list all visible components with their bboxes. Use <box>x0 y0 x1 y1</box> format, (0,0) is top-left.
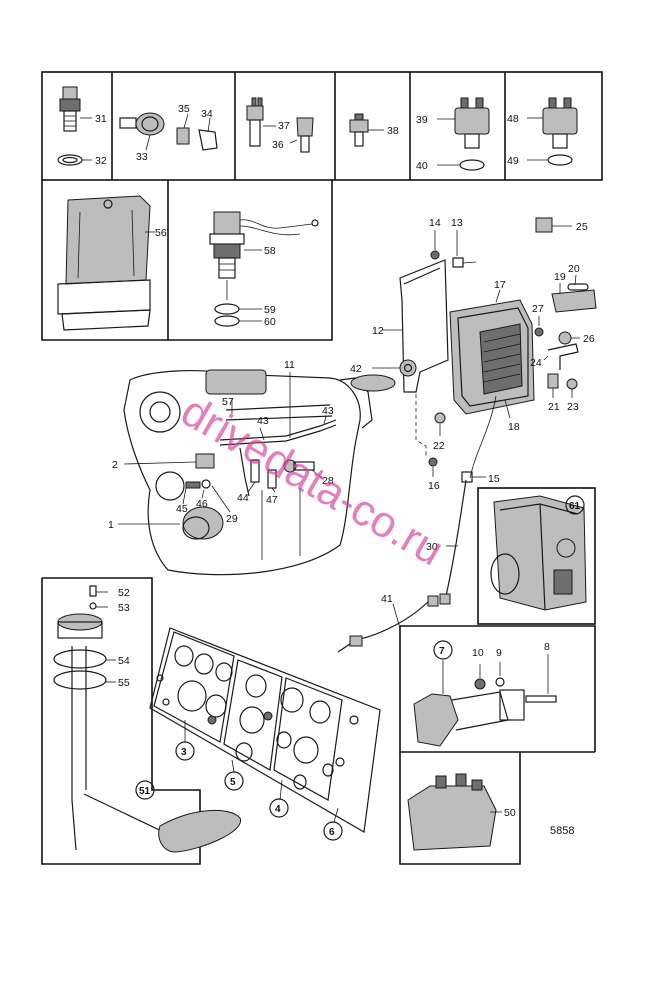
fuse-holder-19-20 <box>551 274 597 313</box>
label-12: 12 <box>372 325 384 337</box>
label-38: 38 <box>387 125 399 137</box>
label-31: 31 <box>95 113 107 125</box>
label-19: 19 <box>554 271 566 283</box>
label-39: 39 <box>416 114 428 126</box>
label-23: 23 <box>567 401 579 413</box>
label-26: 26 <box>583 333 595 345</box>
label-37: 37 <box>278 120 290 132</box>
label-43b: 43 <box>322 405 334 417</box>
label-18: 18 <box>508 421 520 433</box>
label-17: 17 <box>494 279 506 291</box>
label-46: 46 <box>196 498 208 510</box>
label-7: 7 <box>439 646 445 657</box>
label-22: 22 <box>433 440 445 452</box>
label-47: 47 <box>266 494 278 506</box>
label-15: 15 <box>488 473 500 485</box>
screw-26-27 <box>534 316 580 345</box>
right-column-frame <box>399 487 596 865</box>
label-44: 44 <box>237 492 249 504</box>
label-49: 49 <box>507 155 519 167</box>
label-32: 32 <box>95 155 107 167</box>
label-33: 33 <box>136 151 148 163</box>
cable-30-41 <box>337 395 497 653</box>
label-8: 8 <box>544 641 550 653</box>
label-25: 25 <box>576 221 588 233</box>
label-42: 42 <box>350 363 362 375</box>
figure-number: 5858 <box>550 825 574 837</box>
relay-2-and-fittings <box>123 453 323 513</box>
label-29: 29 <box>226 513 238 525</box>
label-2: 2 <box>112 459 118 471</box>
label-11: 11 <box>284 359 295 371</box>
label-13: 13 <box>451 217 463 229</box>
label-14: 14 <box>429 217 441 229</box>
label-16: 16 <box>428 480 440 492</box>
label-57: 57 <box>222 396 234 408</box>
label-20: 20 <box>568 263 580 275</box>
instrument-panel-3-4-5-6 <box>149 627 381 841</box>
label-21: 21 <box>548 401 560 413</box>
pressure-sender-39 <box>437 97 490 171</box>
label-34: 34 <box>201 108 213 120</box>
engine-block <box>123 369 396 576</box>
ref-circle-61 <box>565 495 585 515</box>
pressure-switch-38 <box>349 113 384 147</box>
wiring-harness-11-43 <box>219 372 337 497</box>
cover-56 <box>57 195 155 331</box>
label-61: 61 <box>569 501 581 512</box>
label-30: 30 <box>426 541 438 553</box>
bolt-13-washer-14 <box>430 230 477 268</box>
label-41: 41 <box>381 593 393 605</box>
label-1: 1 <box>108 519 114 531</box>
label-40: 40 <box>416 160 428 172</box>
label-4: 4 <box>275 804 281 815</box>
temperature-sender-31 <box>57 86 92 166</box>
label-6: 6 <box>329 827 335 838</box>
fuel-level-sender-51 <box>53 585 241 853</box>
clip-24-21-23 <box>543 343 579 398</box>
watermark: drivedata-co.ru <box>173 386 452 575</box>
second-row-frame <box>41 180 333 341</box>
label-52: 52 <box>118 587 130 599</box>
label-35: 35 <box>178 103 190 115</box>
label-5: 5 <box>230 777 236 788</box>
label-9: 9 <box>496 647 502 659</box>
label-54: 54 <box>118 655 130 667</box>
label-3: 3 <box>181 747 187 758</box>
label-59: 59 <box>264 304 276 316</box>
label-43a: 43 <box>257 415 269 427</box>
label-53: 53 <box>118 602 130 614</box>
label-10: 10 <box>472 647 484 659</box>
switch-50 <box>407 773 502 851</box>
nut-22-16-bolt-15 <box>415 394 486 483</box>
temperature-sender-36-37 <box>246 97 314 153</box>
label-27: 27 <box>532 303 544 315</box>
label-56: 56 <box>155 227 167 239</box>
ignition-switch-7 <box>413 640 557 747</box>
label-58: 58 <box>264 245 276 257</box>
label-55: 55 <box>118 677 130 689</box>
label-45: 45 <box>176 503 188 515</box>
grommet-42 <box>372 359 417 377</box>
sensor-strip-frame <box>41 71 603 181</box>
oil-pressure-sender-33 <box>119 112 218 151</box>
label-36: 36 <box>272 139 284 151</box>
sender-58 <box>209 211 319 327</box>
relay-25 <box>535 217 572 233</box>
label-28: 28 <box>322 475 334 487</box>
cover-61 <box>490 495 587 611</box>
pressure-sender-48 <box>527 97 578 166</box>
label-60: 60 <box>264 316 276 328</box>
control-box-17-18 <box>449 289 535 419</box>
label-51: 51 <box>139 786 151 797</box>
label-48: 48 <box>507 113 519 125</box>
bracket-12 <box>382 259 449 393</box>
starter-1 <box>118 506 224 540</box>
fuel-sender-frame <box>41 577 201 865</box>
label-50: 50 <box>504 807 516 819</box>
ref-circle-51 <box>135 780 155 800</box>
label-24: 24 <box>530 357 542 369</box>
